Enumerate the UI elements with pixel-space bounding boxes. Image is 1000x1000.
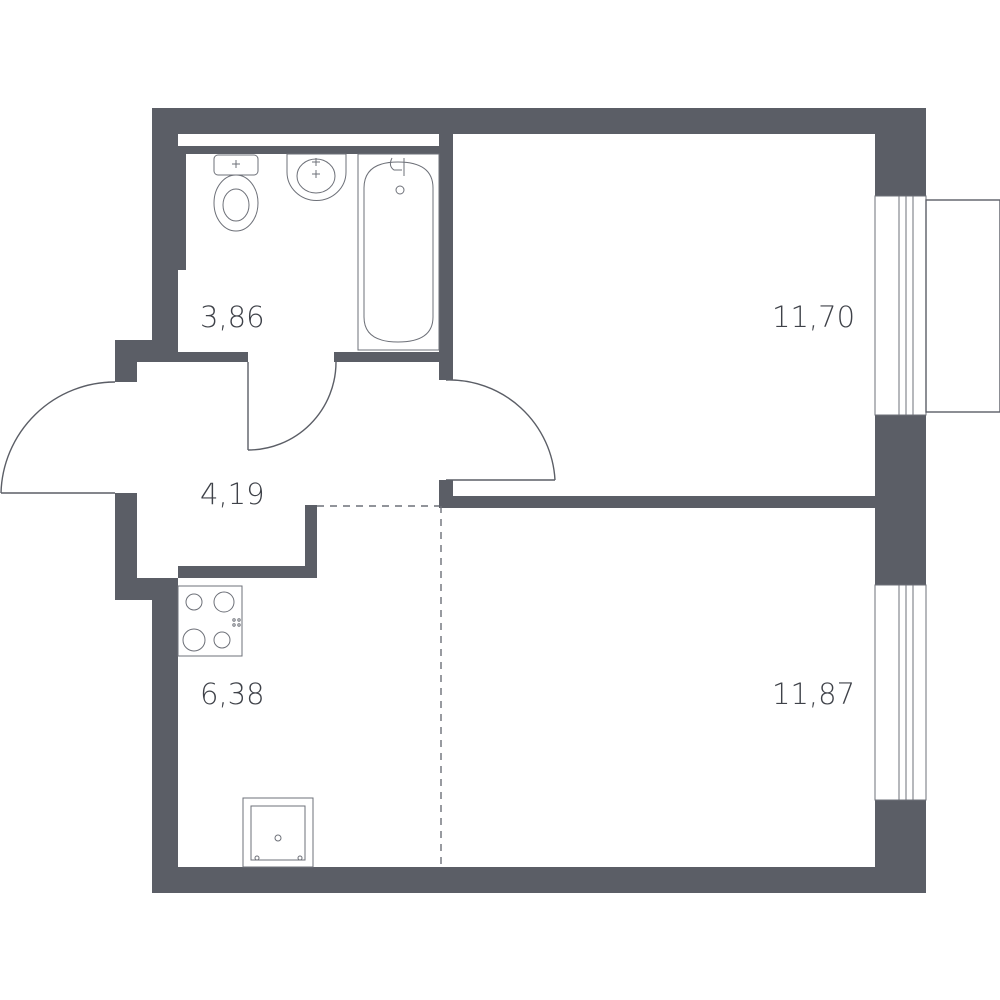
bathroom-door [247,361,337,451]
washbasin-icon [286,153,347,201]
bedroom-area-label: 11,70 [772,300,855,334]
walls [115,108,926,893]
sink-icon [242,797,314,868]
bathtub-icon [357,153,440,351]
living-area-label: 11,87 [772,677,855,711]
windows [874,195,1000,801]
hallway-area-label: 4,19 [200,477,265,511]
bedroom-door [445,379,556,481]
toilet-icon [213,154,259,232]
stove-icon [177,585,243,657]
zone-boundaries [317,505,442,867]
entrance-door [0,381,116,494]
bathroom-area-label: 3,86 [200,300,265,334]
doors [0,361,556,494]
kitchen-area-label: 6,38 [200,677,265,711]
